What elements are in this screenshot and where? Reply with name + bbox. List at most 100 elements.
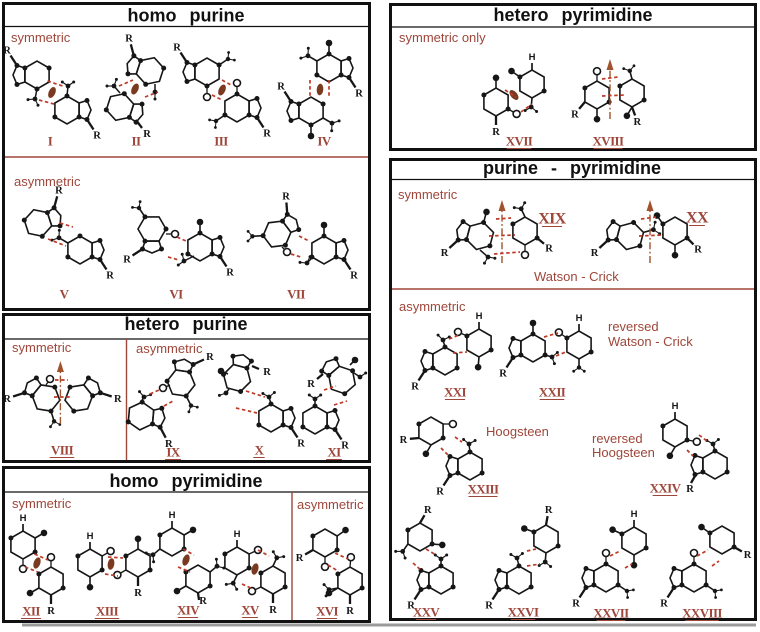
svg-text:R: R: [441, 248, 449, 259]
svg-text:II: II: [132, 134, 141, 149]
svg-text:R: R: [355, 88, 363, 99]
svg-text:H: H: [672, 401, 679, 412]
svg-text:symmetric: symmetric: [12, 340, 72, 355]
svg-text:H: H: [234, 529, 241, 540]
svg-text:R: R: [744, 550, 752, 561]
svg-text:XIV: XIV: [177, 603, 200, 618]
svg-text:R: R: [400, 435, 408, 446]
svg-text:R: R: [106, 270, 114, 281]
svg-text:R: R: [277, 82, 285, 93]
svg-text:R: R: [263, 367, 271, 378]
svg-text:symmetric only: symmetric only: [399, 30, 486, 45]
svg-text:homo purine: homo purine: [128, 6, 245, 26]
svg-text:symmetric: symmetric: [11, 30, 71, 45]
svg-text:R: R: [411, 381, 419, 392]
svg-text:XII: XII: [22, 604, 40, 619]
svg-text:R: R: [199, 596, 207, 607]
svg-text:XXII: XXII: [539, 385, 566, 400]
svg-text:asymmetric: asymmetric: [399, 299, 466, 314]
svg-text:H: H: [87, 531, 94, 542]
svg-text:H: H: [20, 513, 27, 524]
svg-text:R: R: [341, 440, 349, 451]
svg-text:H: H: [476, 311, 483, 322]
svg-text:R: R: [694, 245, 702, 256]
svg-text:R: R: [93, 130, 101, 141]
svg-text:R: R: [572, 598, 580, 609]
svg-text:I: I: [48, 134, 53, 149]
svg-text:H: H: [529, 52, 536, 63]
svg-text:asymmetric: asymmetric: [136, 341, 203, 356]
svg-text:R: R: [143, 129, 151, 140]
svg-text:R: R: [125, 34, 133, 45]
svg-text:VI: VI: [169, 287, 183, 302]
svg-text:XI: XI: [327, 445, 341, 460]
svg-text:purine - pyrimidine: purine - pyrimidine: [483, 158, 661, 178]
svg-text:VIII: VIII: [51, 443, 74, 458]
svg-text:Hoogsteen: Hoogsteen: [486, 424, 549, 439]
svg-text:XXVII: XXVII: [593, 606, 629, 621]
svg-text:R: R: [134, 588, 142, 599]
svg-text:R: R: [686, 484, 694, 495]
svg-text:hetero pyrimidine: hetero pyrimidine: [493, 5, 652, 25]
svg-text:XXIV: XXIV: [650, 481, 682, 496]
svg-text:reversed: reversed: [592, 431, 643, 446]
svg-text:R: R: [424, 505, 432, 516]
svg-text:R: R: [660, 598, 668, 609]
svg-text:XXV: XXV: [413, 605, 441, 620]
svg-text:IV: IV: [317, 134, 331, 149]
svg-text:R: R: [47, 606, 55, 617]
svg-text:IX: IX: [166, 445, 180, 460]
svg-text:R: R: [591, 248, 599, 259]
svg-text:R: R: [634, 117, 642, 128]
svg-text:R: R: [206, 352, 214, 363]
svg-text:R: R: [173, 43, 181, 54]
svg-text:Watson - Crick: Watson - Crick: [534, 269, 619, 284]
svg-text:R: R: [263, 128, 271, 139]
svg-text:R: R: [350, 270, 358, 281]
svg-text:XX: XX: [686, 210, 709, 227]
svg-text:H: H: [576, 313, 583, 324]
svg-text:R: R: [485, 600, 493, 611]
svg-text:XXIII: XXIII: [468, 482, 499, 497]
svg-text:R: R: [123, 255, 131, 266]
svg-text:R: R: [3, 394, 11, 405]
svg-text:R: R: [346, 606, 354, 617]
svg-text:hetero purine: hetero purine: [124, 314, 247, 334]
svg-text:XXI: XXI: [444, 385, 467, 400]
svg-text:Watson - Crick: Watson - Crick: [608, 334, 693, 349]
svg-text:XVI: XVI: [316, 604, 339, 619]
svg-text:symmetric: symmetric: [12, 496, 72, 511]
svg-text:R: R: [3, 46, 11, 57]
svg-text:R: R: [114, 394, 122, 405]
svg-text:R: R: [282, 192, 290, 203]
svg-text:VII: VII: [287, 287, 305, 302]
svg-text:asymmetric: asymmetric: [297, 497, 364, 512]
svg-text:Hoogsteen: Hoogsteen: [592, 445, 655, 460]
svg-text:R: R: [436, 486, 444, 497]
svg-text:R: R: [226, 267, 234, 278]
svg-text:H: H: [169, 510, 176, 521]
svg-text:R: R: [545, 505, 553, 516]
svg-text:reversed: reversed: [608, 319, 659, 334]
svg-text:XV: XV: [241, 603, 260, 618]
svg-text:R: R: [571, 109, 579, 120]
svg-text:XXVI: XXVI: [508, 605, 539, 620]
svg-text:homo pyrimidine: homo pyrimidine: [109, 471, 262, 491]
svg-text:XVIII: XVIII: [593, 134, 624, 149]
svg-text:V: V: [60, 287, 70, 302]
svg-text:R: R: [269, 605, 277, 616]
svg-text:XXVIII: XXVIII: [682, 606, 722, 621]
svg-text:R: R: [307, 379, 315, 390]
svg-text:XVII: XVII: [506, 134, 533, 149]
svg-text:H: H: [631, 509, 638, 520]
svg-text:asymmetric: asymmetric: [14, 174, 81, 189]
svg-text:XIII: XIII: [96, 604, 119, 619]
svg-text:R: R: [545, 244, 553, 255]
svg-text:R: R: [492, 127, 500, 138]
svg-text:X: X: [255, 443, 265, 458]
svg-text:symmetric: symmetric: [398, 187, 458, 202]
svg-text:R: R: [297, 438, 305, 449]
svg-text:R: R: [499, 368, 507, 379]
svg-text:R: R: [55, 186, 63, 197]
svg-text:XIX: XIX: [538, 211, 567, 228]
